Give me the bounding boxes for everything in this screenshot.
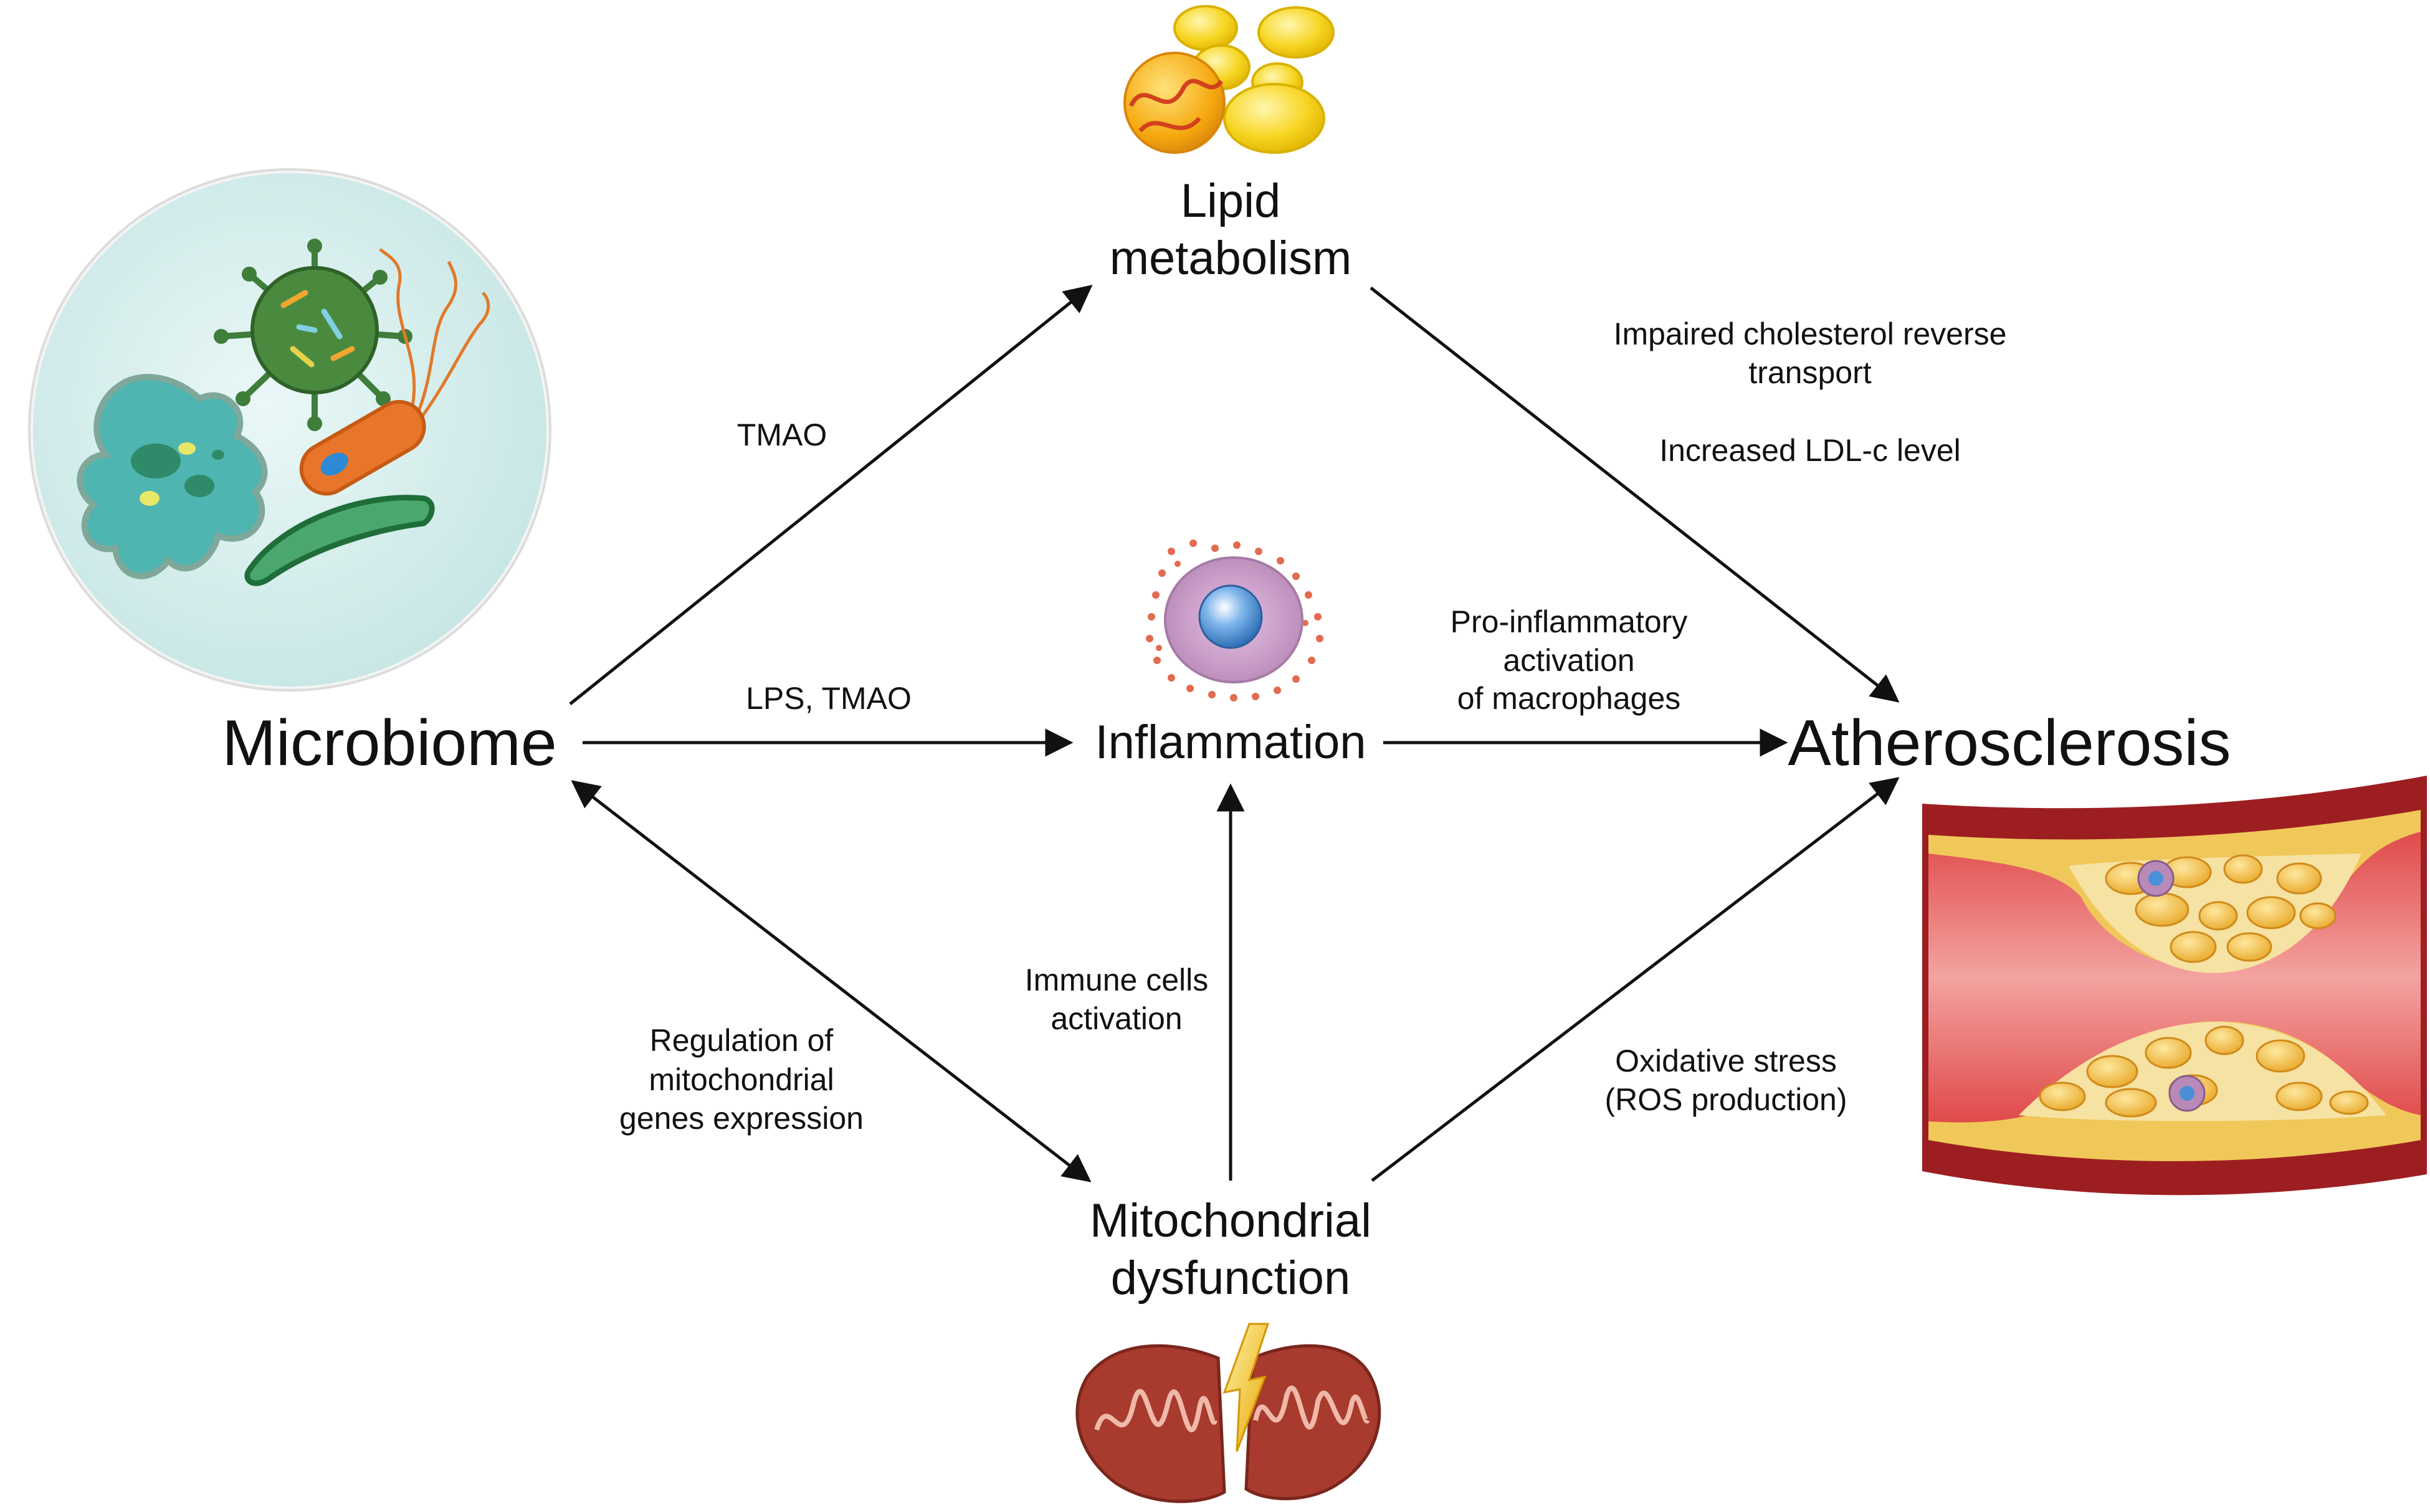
arrows bbox=[569, 285, 1900, 1182]
lightning-bolt-icon bbox=[1222, 1323, 1270, 1452]
label-pro-inflammatory-1: Pro-inflammatory bbox=[1451, 604, 1688, 639]
label-regulation-2: mitochondrial bbox=[649, 1062, 834, 1097]
label-oxidative-stress-1: Oxidative stress bbox=[1615, 1044, 1837, 1078]
amoeba-icon bbox=[77, 374, 268, 579]
node-lipid-metabolism-line1: Lipid bbox=[1181, 174, 1281, 227]
lipid-droplets-icon bbox=[1123, 5, 1335, 154]
node-lipid-metabolism-line2: metabolism bbox=[1110, 232, 1352, 285]
label-pro-inflammatory-3: of macrophages bbox=[1457, 681, 1681, 716]
node-microbiome: Microbiome bbox=[222, 707, 556, 779]
label-immune-cells-2: activation bbox=[1051, 1001, 1182, 1036]
virus-icon bbox=[214, 239, 412, 431]
label-impaired-cholesterol-1: Impaired cholesterol reverse bbox=[1614, 316, 2007, 351]
label-increased-ldl: Increased LDL-c level bbox=[1659, 433, 1961, 468]
label-pro-inflammatory-2: activation bbox=[1503, 643, 1634, 678]
label-lps-tmao: LPS, TMAO bbox=[746, 681, 912, 716]
label-impaired-cholesterol-2: transport bbox=[1748, 355, 1871, 390]
microbes-illustration bbox=[28, 168, 551, 692]
node-atherosclerosis: Atherosclerosis bbox=[1788, 707, 2231, 779]
node-inflammation: Inflammation bbox=[1095, 716, 1366, 769]
arrow-microbiome-mitochondrial-bidirectional bbox=[571, 780, 1092, 1182]
label-tmao: TMAO bbox=[737, 417, 827, 452]
green-bacterium-icon bbox=[244, 495, 435, 586]
arrow-mitochondrial-to-atherosclerosis bbox=[1371, 777, 1900, 1182]
arrow-microbiome-to-lipid bbox=[569, 285, 1093, 705]
label-regulation-3: genes expression bbox=[619, 1101, 864, 1136]
macrophage-cell-icon bbox=[1146, 540, 1323, 701]
node-mitochondrial-dysfunction-line2: dysfunction bbox=[1111, 1252, 1350, 1305]
artery-plaque-illustration bbox=[1922, 776, 2427, 1196]
arrow-lipid-to-atherosclerosis bbox=[1370, 287, 1900, 703]
mitochondrion-icon bbox=[1075, 1323, 1381, 1503]
label-oxidative-stress-2: (ROS production) bbox=[1604, 1082, 1847, 1117]
node-mitochondrial-dysfunction-line1: Mitochondrial bbox=[1090, 1194, 1371, 1247]
label-regulation-1: Regulation of bbox=[650, 1023, 834, 1058]
bacterium-icon bbox=[299, 248, 490, 496]
label-immune-cells-1: Immune cells bbox=[1025, 963, 1209, 997]
